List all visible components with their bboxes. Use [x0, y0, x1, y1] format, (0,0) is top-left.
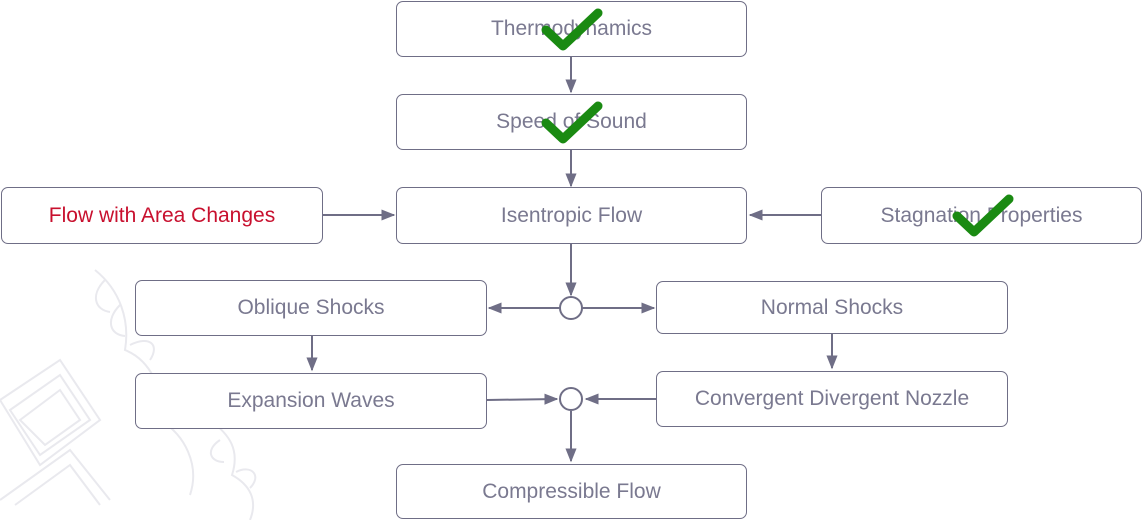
junction-circle-lower [559, 387, 583, 411]
node-oblique-shocks: Oblique Shocks [135, 280, 487, 336]
node-oblique-shocks-label: Oblique Shocks [237, 296, 385, 319]
node-speed-of-sound: Speed of Sound [396, 94, 747, 150]
edge-expansion-to-junction [486, 393, 559, 405]
node-flow-with-area-changes-label: Flow with Area Changes [48, 203, 276, 227]
node-stagnation-properties: Stagnation Properties [821, 187, 1142, 244]
node-compressible-flow-label: Compressible Flow [482, 479, 661, 503]
junction-circle-upper [559, 296, 583, 320]
node-isentropic-flow-label: Isentropic Flow [500, 203, 643, 227]
node-thermodynamics-label: Thermodynamics [490, 17, 653, 40]
node-thermodynamics: Thermodynamics [396, 1, 747, 57]
node-flow-with-area-changes: Flow with Area Changes [1, 187, 323, 244]
node-normal-shocks: Normal Shocks [656, 281, 1008, 334]
watermark-emblem [0, 269, 257, 520]
node-expansion-waves-label: Expansion Waves [227, 389, 395, 412]
node-convergent-divergent-nozzle: Convergent Divergent Nozzle [656, 371, 1008, 427]
node-convergent-divergent-nozzle-label: Convergent Divergent Nozzle [694, 387, 970, 410]
node-speed-of-sound-label: Speed of Sound [496, 110, 647, 133]
node-stagnation-properties-label: Stagnation Properties [880, 203, 1083, 227]
node-expansion-waves: Expansion Waves [135, 373, 487, 429]
node-isentropic-flow: Isentropic Flow [396, 187, 747, 244]
node-compressible-flow: Compressible Flow [396, 464, 747, 519]
node-normal-shocks-label: Normal Shocks [760, 295, 904, 319]
